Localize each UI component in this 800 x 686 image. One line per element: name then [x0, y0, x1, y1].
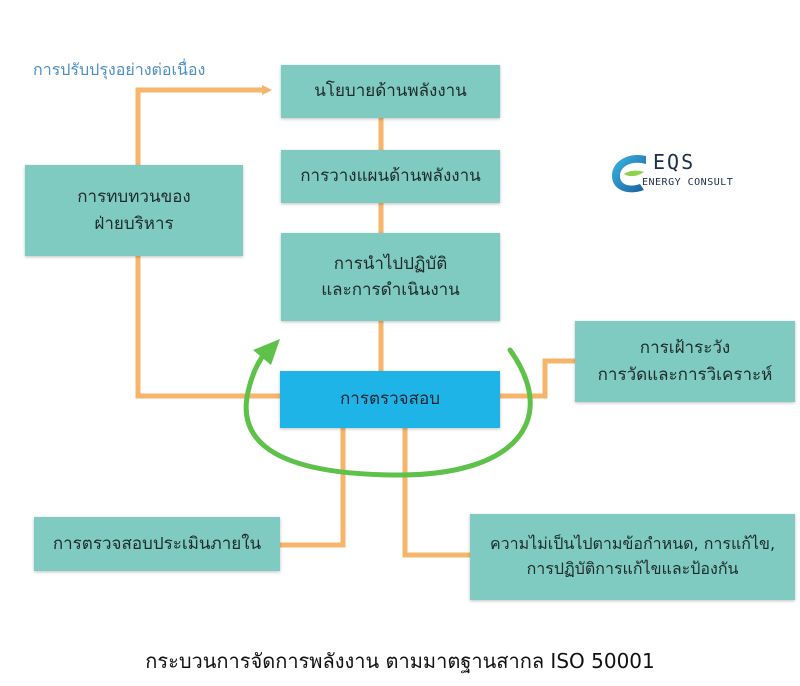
box-internal-audit-line-1: การตรวจสอบประเมินภายใน: [52, 533, 262, 554]
box-energy-policy: นโยบายด้านพลังงาน: [281, 65, 500, 118]
connector-review-policy-arrow: [135, 85, 272, 165]
box-management-review-line-1: การทบทวนของ: [77, 187, 191, 208]
connector-checking-nonconformity: [402, 428, 470, 558]
box-monitoring-line-2: การวัดและการวิเคราะห์: [597, 364, 773, 385]
box-monitoring-measurement: การเฝ้าระวัง การวัดและการวิเคราะห์: [575, 321, 795, 402]
connector-checking-monitoring: [500, 358, 575, 399]
box-energy-planning-line-1: การวางแผนด้านพลังงาน: [300, 166, 481, 187]
diagram-caption: กระบวนการจัดการพลังงาน ตามมาตฐานสากล ISO…: [145, 649, 655, 673]
cycle-arrow-head: [253, 339, 280, 365]
box-management-review-line-2: ฝ่ายบริหาร: [94, 213, 174, 234]
box-checking-line-1: การตรวจสอบ: [339, 389, 441, 410]
box-nonconformity-line-2: การปฏิบัติการแก้ไขและป้องกัน: [526, 559, 739, 578]
box-implementation-line-1: การนำไปปฏิบัติ: [333, 253, 448, 274]
box-monitoring-line-1: การเฝ้าระวัง: [639, 338, 731, 359]
connector-checking-audit: [280, 428, 346, 548]
box-checking: การตรวจสอบ: [280, 371, 500, 428]
eqs-logo: EQS ENERGY CONSULT: [606, 150, 756, 200]
cycle-arrow: [243, 347, 533, 478]
box-internal-audit: การตรวจสอบประเมินภายใน: [34, 517, 280, 571]
continual-improvement-label: การปรับปรุงอย่างต่อเนื่อง: [33, 60, 206, 79]
box-implementation-line-2: และการดำเนินงาน: [321, 280, 460, 300]
box-implementation-operation: การนำไปปฏิบัติ และการดำเนินงาน: [281, 233, 500, 321]
connector-checking-review: [135, 256, 280, 399]
eqs-logo-subtitle: ENERGY CONSULT: [642, 177, 734, 188]
eqs-logo-name: EQS: [653, 150, 696, 174]
box-management-review: การทบทวนของ ฝ่ายบริหาร: [25, 165, 243, 256]
box-nonconformity-correction: ความไม่เป็นไปตามข้อกำหนด, การแก้ไข, การป…: [470, 514, 795, 600]
box-energy-policy-line-1: นโยบายด้านพลังงาน: [314, 81, 467, 102]
eqs-logo-icon: [612, 154, 646, 193]
box-nonconformity-line-1: ความไม่เป็นไปตามข้อกำหนด, การแก้ไข,: [489, 534, 776, 554]
box-energy-planning: การวางแผนด้านพลังงาน: [281, 150, 500, 203]
